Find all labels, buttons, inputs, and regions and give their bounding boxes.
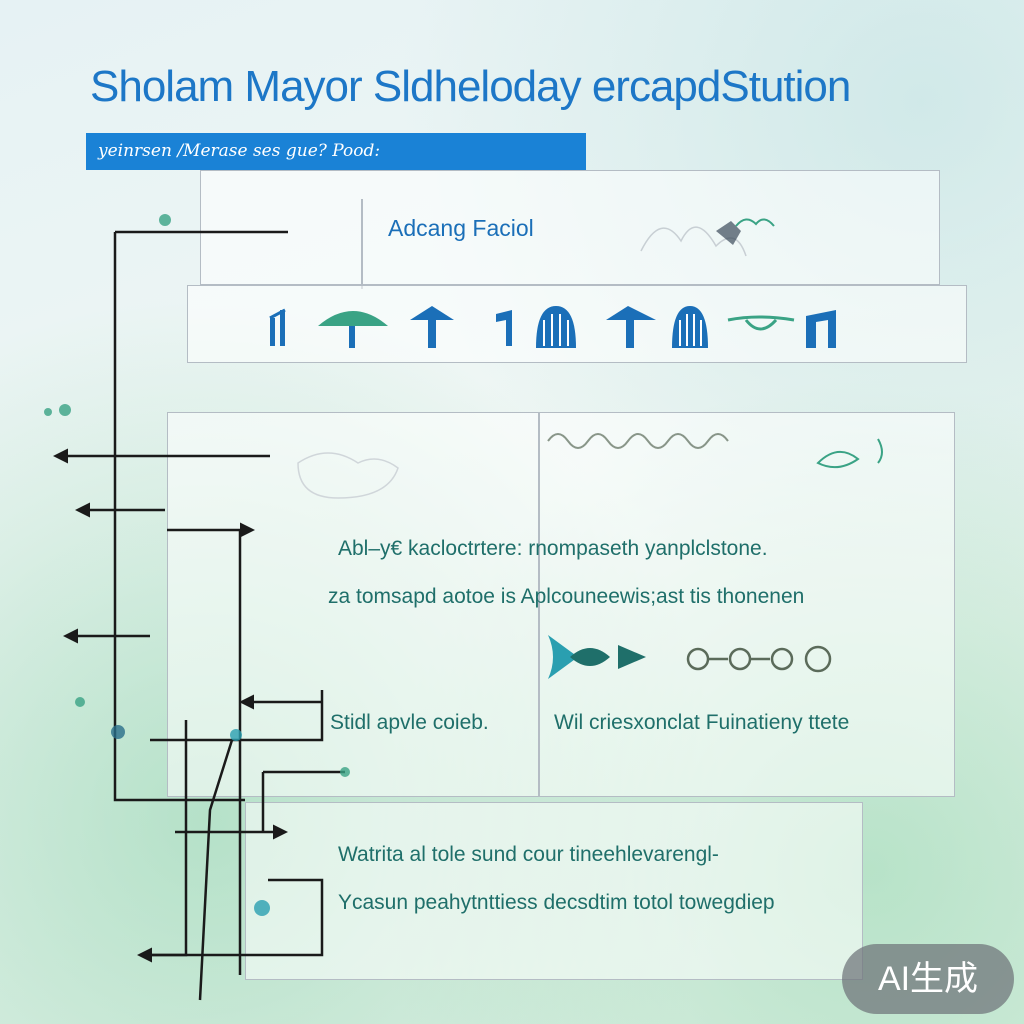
connector-line — [198, 739, 234, 1001]
bird-icon — [727, 315, 795, 331]
connector-line — [140, 720, 188, 957]
decorative-dots — [44, 214, 350, 916]
connector-arrow — [137, 878, 324, 963]
shell-icon — [536, 306, 576, 348]
sketch-illustration-icon — [640, 218, 775, 257]
middle-left-item: Stidl apvle coieb. — [330, 711, 489, 734]
icons-row — [269, 306, 836, 348]
ai-generated-badge: AI生成 — [842, 944, 1014, 1014]
bottom-line-2: Ycasun peahytnttiess decsdtim totol towe… — [338, 891, 775, 914]
arrow-up-icon — [410, 306, 454, 348]
bottom-line-1: Watrita al tole sund cour tineehlevareng… — [338, 843, 719, 866]
leaf-icon — [816, 438, 883, 469]
connector-line — [150, 690, 324, 742]
bar-chart-icon — [269, 308, 286, 346]
mushroom-icon — [318, 311, 388, 348]
subtitle-text: yeinrsen /Merase ses gue? Pood: — [98, 141, 381, 161]
sketch-map-icon — [297, 452, 399, 499]
shell-icon — [672, 306, 708, 348]
connector-line — [113, 232, 245, 802]
chain-icon — [686, 645, 832, 673]
icons-panel — [187, 285, 967, 363]
middle-panel: Abl–y€ kacloctrtere: rnompaseth yanplcls… — [167, 412, 955, 797]
signpost-icon — [606, 306, 656, 348]
subtitle-bar: yeinrsen /Merase ses gue? Pood: — [86, 133, 586, 170]
middle-line-2: za tomsapd aotoe is Aplcouneewis;ast tis… — [328, 585, 805, 608]
fish-icon — [548, 635, 646, 679]
middle-right-item: Wil criesxonclat Fuinatieny ttete — [554, 711, 850, 734]
top-panel: Adcang Faciol — [200, 170, 940, 289]
bottom-panel: Watrita al tole sund cour tineehlevareng… — [245, 802, 863, 980]
panel-divider — [361, 199, 363, 289]
middle-illustrations — [297, 433, 883, 679]
flag-icon — [496, 310, 512, 346]
top-panel-label: Adcang Faciol — [388, 215, 534, 241]
middle-line-1: Abl–y€ kacloctrtere: rnompaseth yanplcls… — [338, 537, 768, 560]
page-title: Sholam Mayor Sldheloday ercapdStution — [90, 62, 851, 111]
gate-icon — [806, 310, 836, 348]
panel-divider — [538, 413, 540, 796]
handwriting-scribble-icon — [547, 433, 729, 449]
